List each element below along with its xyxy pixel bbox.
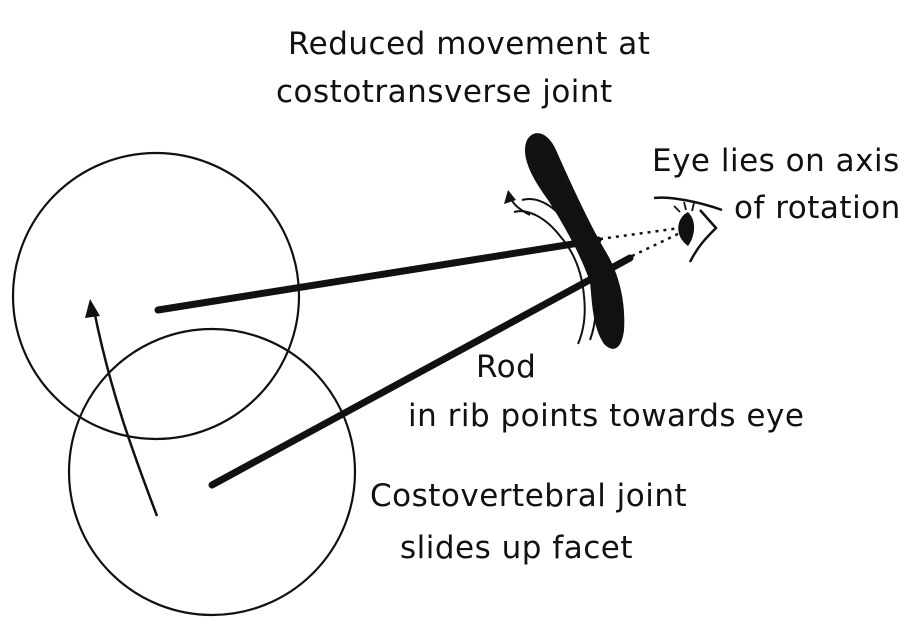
reduced-movement-label-line2: costotransverse joint: [276, 74, 613, 110]
upper-rod-sightline: [599, 226, 681, 241]
reduced-movement-label-line1: Reduced movement at: [288, 26, 651, 62]
costovertebral-label-line2: slides up facet: [400, 530, 633, 566]
rib-outline-inner: [513, 210, 586, 345]
eye-axis-label-line2: of rotation: [734, 190, 901, 226]
upper-rotation-circle: [11, 151, 301, 441]
rod-label-line2: in rib points towards eye: [408, 398, 805, 434]
lower-rod: [208, 254, 634, 489]
eye-axis-label-line1: Eye lies on axis: [652, 143, 900, 179]
upper-rod: [154, 236, 602, 314]
slide-up-arrowhead: [85, 299, 100, 318]
costovertebral-label-line1: Costovertebral joint: [370, 478, 688, 514]
rib-outline: [521, 198, 598, 341]
lower-rotation-circle: [67, 327, 357, 617]
rod-label-line1: Rod: [476, 349, 537, 385]
slide-up-arrow: [92, 309, 159, 517]
rotation-arrowhead: [504, 190, 516, 204]
eye-icon: [653, 196, 723, 263]
lower-rod-sightline: [631, 230, 683, 258]
